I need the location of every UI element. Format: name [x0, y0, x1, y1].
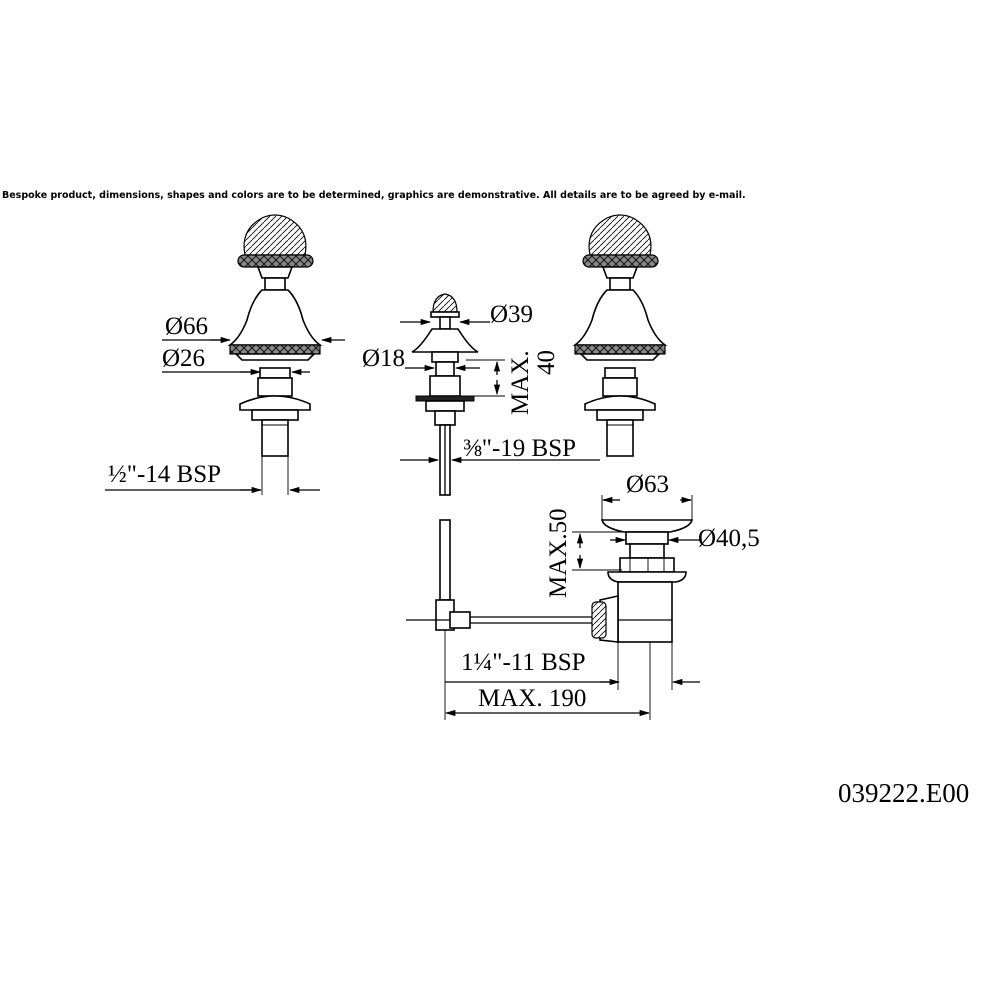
handle-thread-label: ½"-14 BSP: [108, 461, 221, 488]
disclaimer-text: Bespoke product, dimensions, shapes and …: [2, 190, 746, 201]
overall-max-label: MAX. 190: [478, 685, 586, 712]
drain-top-diameter-label: Ø63: [626, 471, 669, 498]
spout-max-label-line2: 40: [533, 350, 560, 375]
handle-outer-diameter-label: Ø66: [165, 313, 208, 340]
left-handle-valve: [227, 214, 323, 457]
spout-thread-label: ⅜"-19 BSP: [463, 435, 576, 462]
left-dimension-lines: [105, 336, 345, 495]
drain-thread-label: 1¼"-11 BSP: [461, 649, 586, 676]
spout-base-diameter-label: Ø18: [362, 345, 405, 372]
handle-inner-diameter-label: Ø26: [162, 345, 205, 372]
drain-inner-diameter-label: Ø40,5: [698, 525, 760, 552]
center-dimension-lines: [400, 318, 600, 466]
spout-top-diameter-label: Ø39: [490, 301, 533, 328]
product-code: 039222.E00: [838, 778, 969, 808]
pop-up-drain: [591, 519, 694, 643]
center-pop-up-control: [406, 293, 592, 631]
spout-max-label-line1: MAX.: [507, 350, 534, 415]
drain-dimension-lines: [444, 495, 700, 720]
right-handle-valve: [572, 214, 668, 457]
drain-max-height-label: MAX.50: [545, 508, 572, 598]
